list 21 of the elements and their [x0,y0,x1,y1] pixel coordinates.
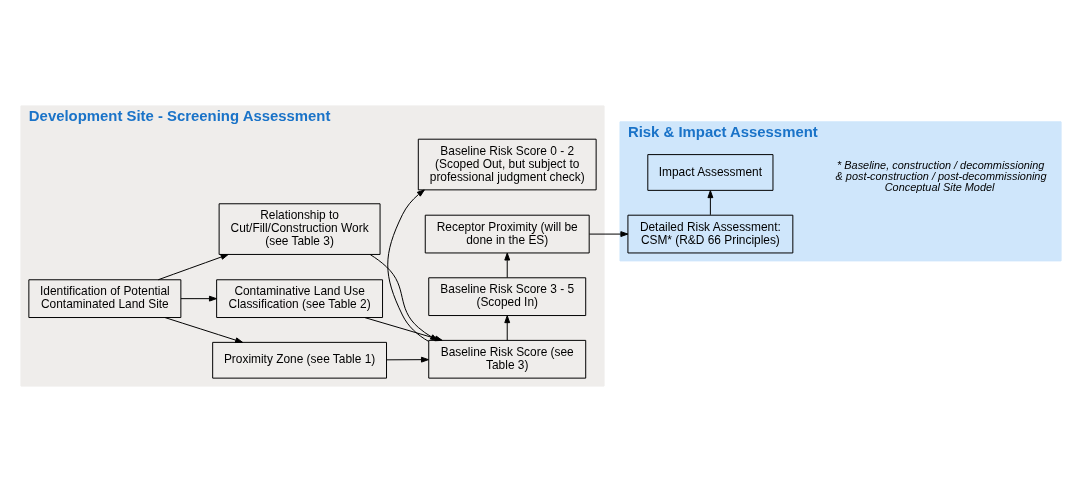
node-box: Impact Assessment [647,153,774,191]
arrow [157,253,229,280]
node-box: Baseline Risk Score 3 - 5 (Scoped In) [428,276,587,316]
arrow [164,316,244,343]
arrow [386,356,429,363]
node-box: Contaminative Land Use Classification (see Table 2) [216,278,384,318]
node-box: Relationship to Cut/Fill/Construction Work (see Table 3) [218,202,381,255]
arrow [369,253,439,341]
label: * Baseline, construction / decommissioning & post-construction / post-decommissioning Conceptual Site Model [835,158,1047,193]
node-box: Baseline Risk Score (see Table 3) [428,339,587,379]
arrow [180,295,217,302]
arrow [707,189,714,215]
arrow [504,252,511,278]
arrow [387,188,430,342]
node-box: Detailed Risk Assessment: CSM* (R&D 66 Principles) [627,214,794,253]
node-box: Identification of Potential Contaminated Land Site [28,278,182,318]
node-box: Proximity Zone (see Table 1) [212,341,387,379]
arrow [504,314,511,341]
node-box: Receptor Proximity (will be done in the ES) [424,214,590,253]
arrow [588,230,629,237]
node-box: Baseline Risk Score 0 - 2 (Scoped Out, but subject to professional judgment check) [417,138,597,190]
